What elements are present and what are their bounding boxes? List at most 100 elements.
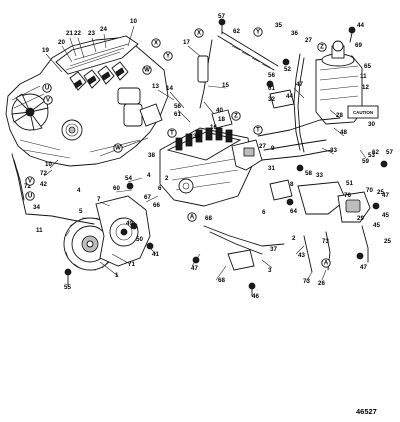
callout-circle [253, 27, 263, 37]
callout-circle [167, 128, 177, 138]
part-label-p45b: 45 [373, 222, 380, 229]
part-label-p61: 61 [268, 85, 275, 92]
callout-cY2: Y [253, 27, 263, 37]
callout-letter: T [170, 130, 174, 136]
callout-letter: U [28, 193, 32, 199]
part-label-p38: 38 [148, 152, 155, 159]
part-label-p30: 30 [368, 121, 375, 128]
part-label-p71: 71 [128, 261, 135, 268]
part-label-p69: 69 [355, 42, 362, 49]
part-label-p59: 59 [362, 158, 369, 165]
part-label-p3: 3 [268, 267, 272, 274]
part-label-p70: 70 [366, 187, 373, 194]
part-label-p2a: 2 [165, 175, 169, 182]
callout-cZ1: Z [317, 42, 327, 52]
part-label-p32: 32 [268, 96, 275, 103]
part-label-p73a: 73 [322, 238, 329, 245]
part-label-p7: 7 [97, 196, 101, 203]
part-label-p43: 43 [298, 252, 305, 259]
callout-cU2: U [25, 191, 35, 201]
part-label-p47c: 47 [191, 265, 198, 272]
part-label-p29: 29 [357, 215, 364, 222]
part-label-p19: 19 [42, 47, 49, 54]
part-label-p13: 13 [152, 83, 159, 90]
callout-circle [25, 191, 35, 201]
part-label-p47b: 47 [382, 192, 389, 199]
callout-circle [142, 65, 152, 75]
callout-circle [163, 51, 173, 61]
part-label-p60: 60 [113, 185, 120, 192]
part-label-p33b: 33 [316, 172, 323, 179]
fan-icon [11, 93, 49, 131]
part-label-p72b: 72 [24, 183, 31, 190]
callout-cA1: A [187, 212, 197, 222]
part-label-p10a: 10 [130, 18, 137, 25]
part-label-p6a: 6 [158, 185, 162, 192]
part-label-p12: 12 [362, 84, 369, 91]
part-label-p23: 23 [88, 30, 95, 37]
part-label-p26: 26 [318, 280, 325, 287]
part-label-p55: 55 [64, 284, 71, 291]
part-label-p16: 16 [210, 124, 217, 131]
callout-circle [25, 176, 35, 186]
callout-letter: X [197, 30, 201, 36]
part-label-p4b: 4 [77, 187, 81, 194]
part-label-p61b: 61 [174, 111, 181, 118]
callout-circle [317, 42, 327, 52]
part-label-p27b: 27 [259, 143, 266, 150]
part-label-p56b: 56 [174, 103, 181, 110]
part-label-p46: 46 [252, 293, 259, 300]
callout-cU1: U [42, 83, 52, 93]
part-label-p31: 31 [268, 165, 275, 172]
part-label-p68b: 68 [218, 277, 225, 284]
part-label-p40: 40 [216, 107, 223, 114]
part-label-p73b: 73 [303, 278, 310, 285]
callout-cV1: V [43, 95, 53, 105]
part-label-p47a: 47 [296, 81, 303, 88]
leader-lines [43, 25, 367, 283]
caution-decal-text: CAUTION [353, 110, 373, 115]
part-label-p33a: 33 [330, 147, 337, 154]
part-label-p20: 20 [58, 39, 65, 46]
callout-circle [113, 143, 123, 153]
part-label-p42: 42 [40, 181, 47, 188]
part-label-p68a: 68 [205, 215, 212, 222]
callout-circle [194, 28, 204, 38]
part-label-p27a: 27 [305, 37, 312, 44]
callout-circle [43, 95, 53, 105]
callout-circle [321, 258, 331, 268]
part-label-p56a: 56 [268, 72, 275, 79]
part-label-p45a: 45 [382, 212, 389, 219]
callout-circle [231, 111, 241, 121]
callout-letter: Z [234, 113, 238, 119]
callout-circle [187, 212, 197, 222]
injection-pump [159, 127, 263, 207]
part-label-p11b: 11 [36, 227, 43, 234]
part-label-p34: 34 [33, 204, 40, 211]
part-label-p62b: 62 [372, 149, 379, 156]
part-label-p25a: 25 [377, 189, 384, 196]
callout-cW1: W [142, 65, 152, 75]
part-label-p66: 66 [153, 202, 160, 209]
part-label-p41: 41 [152, 251, 159, 258]
part-label-p65: 65 [364, 63, 371, 70]
part-label-p10b: 10 [45, 161, 52, 168]
part-label-p62a: 62 [233, 28, 240, 35]
callout-letter: A [190, 214, 195, 220]
callout-letter: W [144, 67, 150, 73]
figure-number: 46527 [356, 407, 377, 416]
engine-block [5, 35, 169, 167]
part-label-p64: 64 [290, 208, 297, 215]
callout-letter: T [256, 127, 260, 133]
brackets [139, 89, 371, 271]
bolts-and-nuts [64, 18, 388, 297]
part-label-p49: 49 [126, 220, 133, 227]
callout-circle [42, 83, 52, 93]
callout-letter: V [46, 97, 50, 103]
part-label-p22: 22 [74, 30, 81, 37]
part-label-p8: 8 [290, 181, 294, 188]
part-label-p15: 15 [222, 82, 229, 89]
